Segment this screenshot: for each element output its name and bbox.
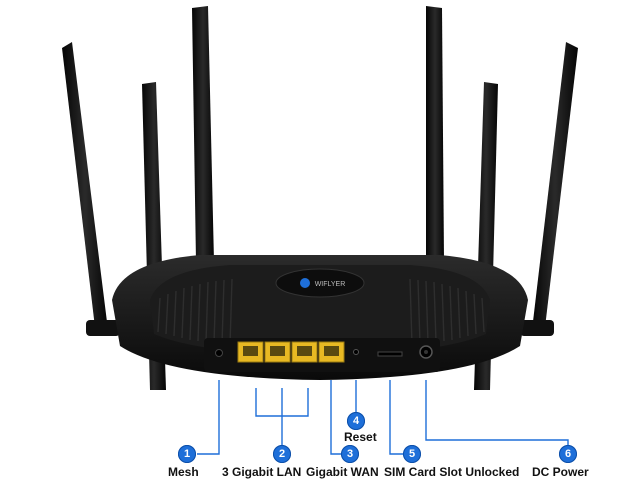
- callout-badge-lan: 2: [273, 445, 291, 463]
- antenna-6: [532, 42, 578, 336]
- callout-badge-sim: 5: [403, 445, 421, 463]
- brand-logo: WIFLYER: [315, 281, 346, 288]
- right-hinge: [520, 320, 554, 336]
- logo-mark-icon: [300, 278, 310, 288]
- callout-label-lan: 3 Gigabit LAN: [222, 465, 302, 479]
- ethernet-ports: [237, 341, 345, 363]
- reset-pinhole[interactable]: [353, 349, 359, 355]
- mesh-button[interactable]: [215, 349, 223, 357]
- callout-badge-dc-power: 6: [559, 445, 577, 463]
- callout-badge-mesh: 1: [178, 445, 196, 463]
- callout-label-dc-power: DC Power: [532, 465, 589, 479]
- antenna-3: [192, 6, 214, 262]
- callout-badge-reset: 4: [347, 412, 365, 430]
- callout-label-mesh: Mesh: [168, 465, 199, 479]
- antenna-4: [426, 6, 444, 262]
- callout-lines: [197, 380, 569, 455]
- sim-card-slot[interactable]: [377, 351, 403, 357]
- left-hinge: [86, 320, 120, 336]
- callout-label-reset: Reset: [344, 430, 377, 444]
- callout-label-wan: Gigabit WAN: [306, 465, 379, 479]
- callout-label-sim: SIM Card Slot Unlocked: [384, 465, 520, 479]
- callout-badge-wan: 3: [341, 445, 359, 463]
- antenna-1: [62, 42, 108, 336]
